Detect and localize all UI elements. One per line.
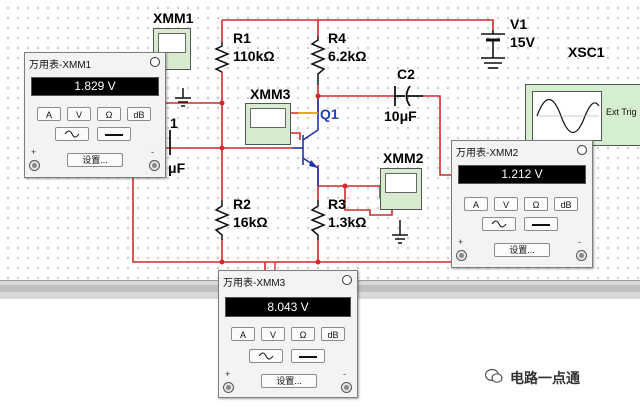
- xmm3-volt-button[interactable]: V: [261, 327, 285, 341]
- r4-value: 6.2kΩ: [328, 48, 367, 64]
- xmm3-minus-terminal[interactable]: [341, 382, 352, 393]
- wire-c2-out: [423, 95, 456, 176]
- r1-ref: R1: [233, 30, 251, 46]
- xsc1-oscilloscope-symbol[interactable]: Ext Trig: [525, 84, 640, 146]
- xmm3-amp-button[interactable]: A: [231, 327, 255, 341]
- c1-value: μF: [168, 160, 186, 176]
- dc-line-icon: [532, 224, 550, 226]
- xmm2-minus-label: -: [578, 237, 581, 247]
- xmm1-amp-button[interactable]: A: [37, 107, 61, 121]
- xmm1-panel-title: 万用表-XMM1: [29, 60, 92, 71]
- xmm2-ohm-button[interactable]: Ω: [524, 197, 548, 211]
- xmm2-volt-button[interactable]: V: [494, 197, 518, 211]
- xmm2-plus-label: +: [458, 237, 464, 247]
- xmm3-ac-button[interactable]: [249, 349, 283, 363]
- xmm3-reading: 8.043 V: [225, 297, 351, 317]
- xmm1-dc-button[interactable]: [97, 127, 131, 141]
- xmm2-symbol[interactable]: [380, 168, 422, 210]
- ac-wave-icon: [491, 220, 507, 228]
- wechat-logo-icon: [485, 368, 503, 383]
- r1-value: 110kΩ: [233, 48, 275, 64]
- xmm3-meter-panel[interactable]: 万用表-XMM3 8.043 V A V Ω dB 设置... + -: [218, 270, 358, 398]
- scope-ext-trig-label: Ext Trig: [606, 107, 637, 117]
- xmm1-db-button[interactable]: dB: [127, 107, 151, 121]
- xmm2-meter-panel[interactable]: 万用表-XMM2 1.212 V A V Ω dB 设置... + -: [451, 140, 593, 268]
- xmm2-plus-terminal[interactable]: [456, 250, 467, 261]
- v1-value: 15V: [510, 34, 535, 50]
- xmm3-panel-title: 万用表-XMM3: [223, 278, 286, 289]
- xmm1-meter-panel[interactable]: 万用表-XMM1 1.829 V A V Ω dB 设置... + -: [24, 52, 166, 178]
- wire-vcc-top: [222, 19, 494, 30]
- r3-symbol: [310, 200, 326, 240]
- xmm2-panel-title: 万用表-XMM2: [456, 148, 519, 159]
- xmm3-db-button[interactable]: dB: [321, 327, 345, 341]
- q1-ref: Q1: [320, 106, 339, 122]
- xmm1-plus-terminal[interactable]: [29, 160, 40, 171]
- wire-ground-bus: [132, 176, 460, 263]
- r3-ref: R3: [328, 196, 346, 212]
- xmm1-ac-button[interactable]: [55, 127, 89, 141]
- xmm1-minus-terminal[interactable]: [149, 160, 160, 171]
- xmm2-amp-button[interactable]: A: [464, 197, 488, 211]
- ac-wave-icon: [64, 130, 80, 138]
- r1-symbol: [214, 42, 230, 73]
- close-icon[interactable]: [150, 57, 160, 67]
- close-icon[interactable]: [342, 275, 352, 285]
- xmm3-plus-label: +: [225, 369, 231, 379]
- r2-symbol: [214, 200, 230, 240]
- xmm2-db-button[interactable]: dB: [554, 197, 578, 211]
- ac-wave-icon: [258, 352, 274, 360]
- watermark-text: 电路一点通: [510, 370, 580, 386]
- xmm2-dc-button[interactable]: [524, 217, 558, 231]
- xmm1-minus-label: -: [151, 147, 154, 157]
- close-icon[interactable]: [577, 145, 587, 155]
- scope-screen: [532, 91, 602, 141]
- xmm2-settings-button[interactable]: 设置...: [494, 243, 550, 257]
- xmm1-volt-button[interactable]: V: [67, 107, 91, 121]
- xmm3-settings-button[interactable]: 设置...: [261, 374, 317, 388]
- wire-xmm2-minus: [344, 200, 393, 216]
- xmm2-ac-button[interactable]: [482, 217, 516, 231]
- wire-emitter-xmm2: [345, 185, 381, 198]
- r4-symbol: [310, 36, 326, 85]
- dc-line-icon: [299, 356, 317, 358]
- xsc1-ref: XSC1: [568, 44, 605, 60]
- wire-xmm3-minus: [290, 132, 301, 140]
- xmm1-ohm-button[interactable]: Ω: [97, 107, 121, 121]
- v1-ref: V1: [510, 16, 528, 32]
- xmm3-ref: XMM3: [250, 86, 291, 102]
- xmm2-minus-terminal[interactable]: [576, 250, 587, 261]
- xmm2-ref: XMM2: [383, 150, 424, 166]
- xmm3-plus-terminal[interactable]: [223, 382, 234, 393]
- q1-emitter-arrow: [309, 160, 318, 168]
- xmm1-ref: XMM1: [153, 10, 194, 26]
- xmm3-ohm-button[interactable]: Ω: [291, 327, 315, 341]
- xmm1-settings-button[interactable]: 设置...: [67, 153, 123, 167]
- r2-value: 16kΩ: [233, 214, 268, 230]
- xmm1-plus-label: +: [31, 147, 37, 157]
- r3-value: 1.3kΩ: [328, 214, 367, 230]
- r4-ref: R4: [328, 30, 346, 46]
- c1-ref: 1: [170, 115, 178, 131]
- wire-xmm3-plus: [290, 96, 319, 114]
- xmm3-symbol[interactable]: [245, 103, 291, 145]
- xmm3-minus-label: -: [343, 369, 346, 379]
- xmm2-reading: 1.212 V: [458, 165, 586, 184]
- sine-icon: [536, 98, 600, 134]
- q1-collector: [302, 96, 319, 141]
- xmm1-reading: 1.829 V: [31, 77, 159, 96]
- c2-ref: C2: [397, 66, 415, 82]
- r2-ref: R2: [233, 196, 251, 212]
- dc-line-icon: [105, 134, 123, 136]
- xmm3-dc-button[interactable]: [291, 349, 325, 363]
- c2-value: 10μF: [384, 108, 417, 124]
